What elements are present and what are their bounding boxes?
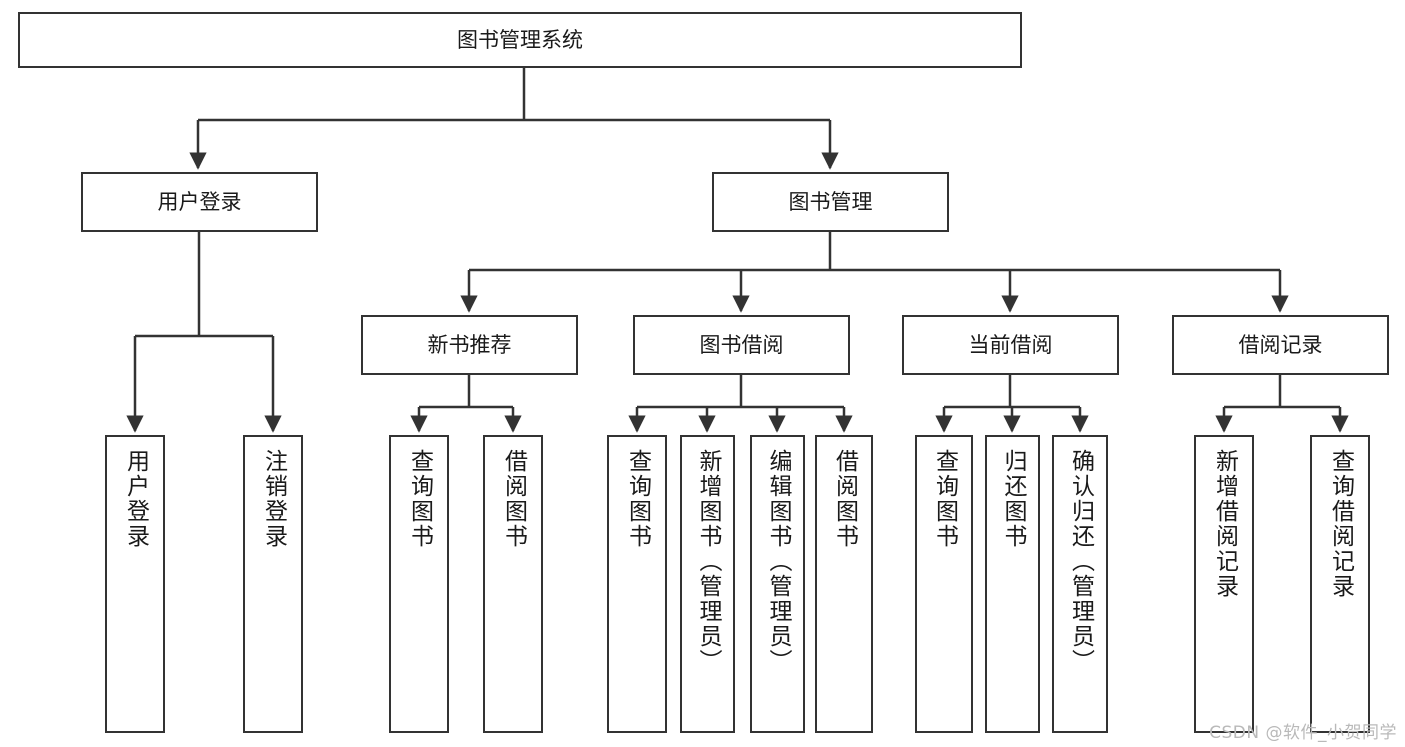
- node-leaf-add-book-label: 新增图书（管理员）: [695, 449, 721, 674]
- node-user-login-label: 用户登录: [157, 189, 242, 214]
- node-root-label: 图书管理系统: [457, 27, 583, 52]
- node-root[interactable]: 图书管理系统: [18, 12, 1022, 68]
- node-leaf-query-book-3[interactable]: 查询图书: [915, 435, 973, 733]
- node-leaf-edit-book-label: 编辑图书（管理员）: [765, 449, 791, 674]
- node-leaf-query-book-3-label: 查询图书: [931, 449, 958, 549]
- node-leaf-add-book[interactable]: 新增图书（管理员）: [680, 435, 735, 733]
- node-leaf-confirm-return-label: 确认归还（管理员）: [1067, 449, 1094, 674]
- node-leaf-query-book-1-label: 查询图书: [406, 449, 433, 549]
- node-current-borrow[interactable]: 当前借阅: [902, 315, 1119, 375]
- node-book-borrow[interactable]: 图书借阅: [633, 315, 850, 375]
- node-leaf-user-logout[interactable]: 注销登录: [243, 435, 303, 733]
- node-book-management[interactable]: 图书管理: [712, 172, 949, 232]
- node-book-borrow-label: 图书借阅: [699, 332, 784, 357]
- node-leaf-borrow-book-1-label: 借阅图书: [500, 449, 527, 549]
- node-leaf-user-logout-label: 注销登录: [260, 449, 287, 549]
- node-leaf-return-book[interactable]: 归还图书: [985, 435, 1040, 733]
- node-leaf-query-book-2-label: 查询图书: [624, 449, 651, 549]
- node-leaf-user-login[interactable]: 用户登录: [105, 435, 165, 733]
- node-leaf-query-book-2[interactable]: 查询图书: [607, 435, 667, 733]
- node-borrow-record[interactable]: 借阅记录: [1172, 315, 1389, 375]
- node-book-management-label: 图书管理: [788, 189, 873, 214]
- node-leaf-query-record[interactable]: 查询借阅记录: [1310, 435, 1370, 733]
- node-new-book-recommend-label: 新书推荐: [427, 332, 512, 357]
- node-leaf-borrow-book-2-label: 借阅图书: [831, 449, 858, 549]
- node-leaf-borrow-book-2[interactable]: 借阅图书: [815, 435, 873, 733]
- node-borrow-record-label: 借阅记录: [1238, 332, 1323, 357]
- node-leaf-edit-book[interactable]: 编辑图书（管理员）: [750, 435, 805, 733]
- watermark-text: CSDN @软件_小贺同学: [1209, 723, 1397, 743]
- node-leaf-confirm-return[interactable]: 确认归还（管理员）: [1052, 435, 1108, 733]
- node-leaf-query-record-label: 查询借阅记录: [1327, 449, 1354, 599]
- node-leaf-query-book-1[interactable]: 查询图书: [389, 435, 449, 733]
- node-leaf-add-record[interactable]: 新增借阅记录: [1194, 435, 1254, 733]
- node-leaf-user-login-label: 用户登录: [122, 449, 149, 549]
- node-current-borrow-label: 当前借阅: [968, 332, 1053, 357]
- node-leaf-return-book-label: 归还图书: [1000, 449, 1026, 549]
- node-leaf-borrow-book-1[interactable]: 借阅图书: [483, 435, 543, 733]
- node-leaf-add-record-label: 新增借阅记录: [1211, 449, 1238, 599]
- node-user-login[interactable]: 用户登录: [81, 172, 318, 232]
- node-new-book-recommend[interactable]: 新书推荐: [361, 315, 578, 375]
